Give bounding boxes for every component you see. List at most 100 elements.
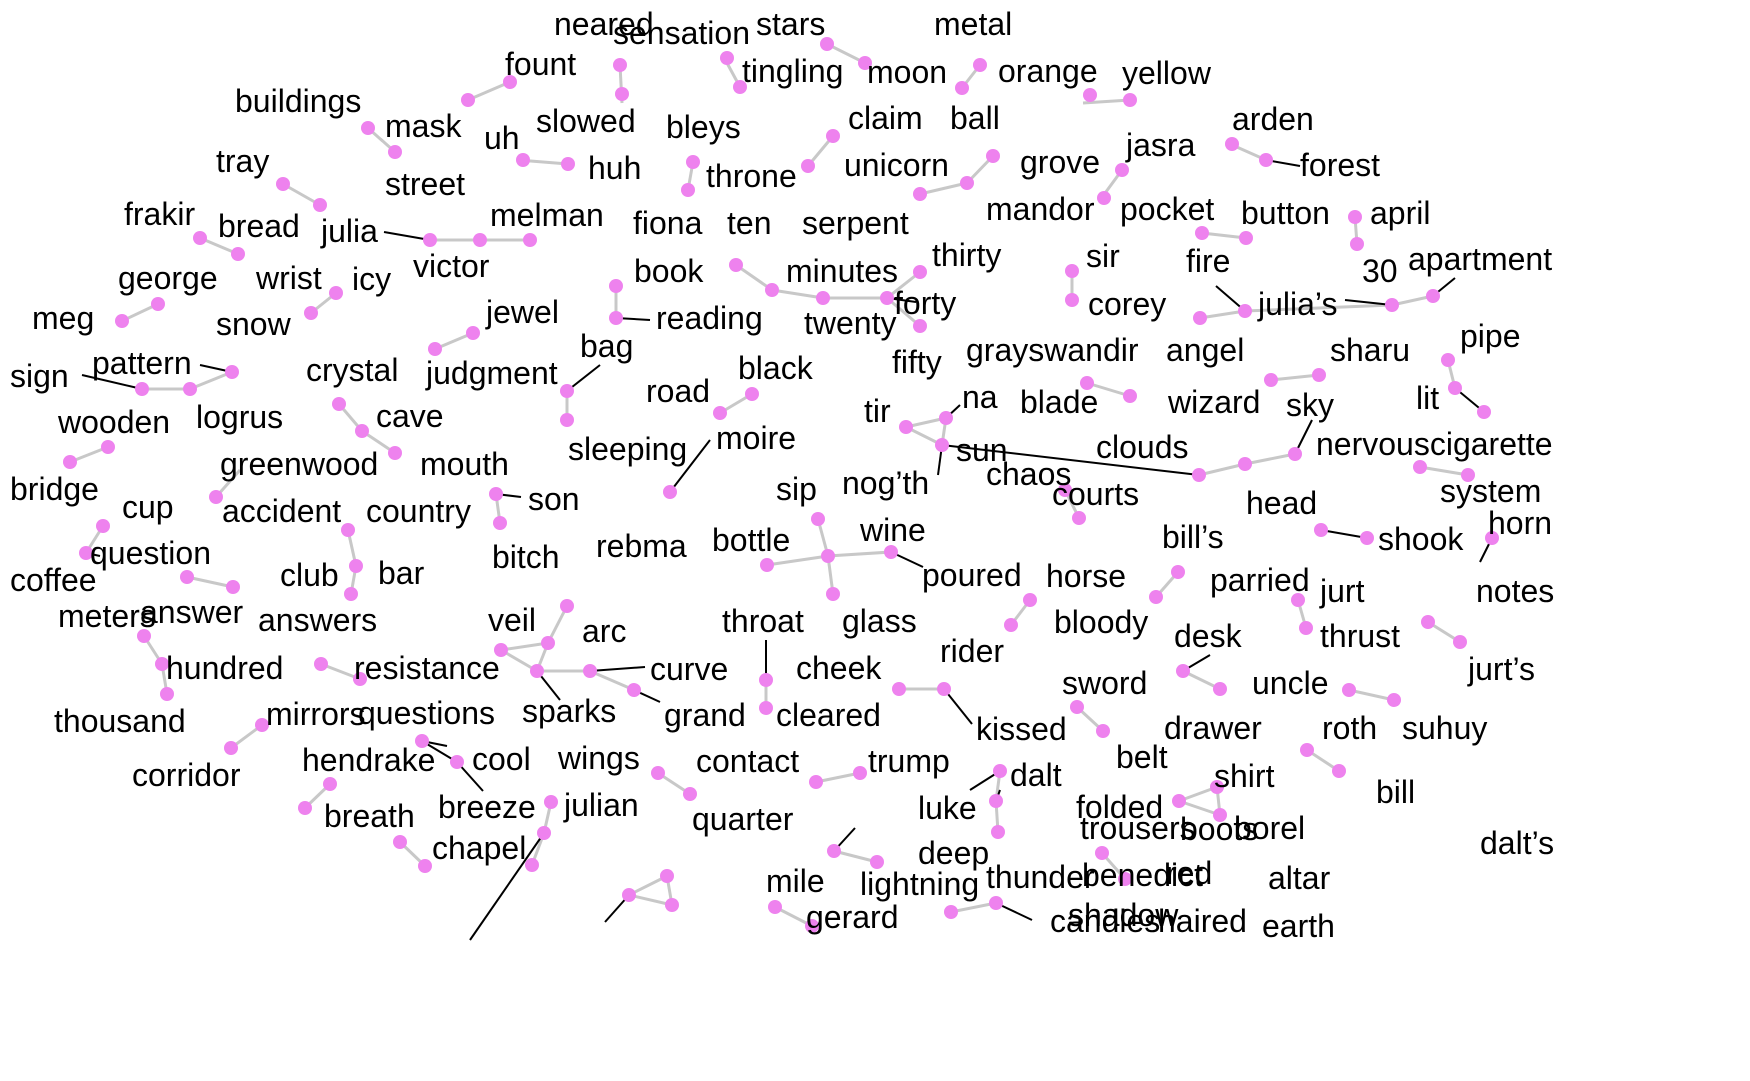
word-label: claim bbox=[848, 100, 923, 136]
word-label: stars bbox=[756, 6, 825, 42]
graph-node bbox=[622, 888, 636, 902]
graph-node bbox=[423, 233, 437, 247]
word-label: julia bbox=[320, 213, 378, 249]
word-label: grand bbox=[664, 697, 746, 733]
word-label: wine bbox=[859, 512, 926, 548]
graph-edge bbox=[189, 370, 233, 391]
graph-edge bbox=[833, 849, 878, 864]
word-label: poured bbox=[922, 557, 1022, 593]
word-label: question bbox=[90, 535, 211, 571]
graph-node bbox=[1238, 457, 1252, 471]
word-label: deep bbox=[918, 835, 989, 871]
graph-node bbox=[523, 233, 537, 247]
graph-node bbox=[255, 718, 269, 732]
word-label: sleeping bbox=[568, 431, 687, 467]
word-label: suhuy bbox=[1402, 710, 1487, 746]
graph-node bbox=[1288, 447, 1302, 461]
word-label: reading bbox=[656, 300, 763, 336]
graph-node bbox=[473, 233, 487, 247]
graph-node bbox=[530, 664, 544, 678]
graph-node bbox=[1123, 93, 1137, 107]
word-label: mandor bbox=[986, 191, 1095, 227]
word-label: julia’s bbox=[1257, 286, 1337, 322]
graph-node bbox=[183, 382, 197, 396]
graph-edge bbox=[589, 666, 646, 672]
word-label: answers bbox=[258, 602, 377, 638]
word-label: mile bbox=[766, 863, 825, 899]
graph-node bbox=[1332, 764, 1346, 778]
word-label: blade bbox=[1020, 384, 1098, 420]
word-label: april bbox=[1370, 195, 1430, 231]
graph-node bbox=[1387, 693, 1401, 707]
graph-edge bbox=[1199, 309, 1246, 320]
word-label: sensation bbox=[613, 15, 750, 51]
graph-node bbox=[760, 558, 774, 572]
graph-edge bbox=[566, 364, 601, 392]
graph-node bbox=[180, 570, 194, 584]
graph-node bbox=[544, 795, 558, 809]
graph-node bbox=[1239, 231, 1253, 245]
graph-node bbox=[973, 58, 987, 72]
word-label: horse bbox=[1046, 558, 1126, 594]
word-label: bill’s bbox=[1162, 519, 1224, 555]
graph-node bbox=[1210, 780, 1224, 794]
word-label: bread bbox=[218, 208, 300, 244]
graph-node bbox=[944, 905, 958, 919]
graph-node bbox=[79, 546, 93, 560]
word-label: ball bbox=[950, 100, 1000, 136]
graph-edge bbox=[383, 231, 431, 241]
word-label: cool bbox=[472, 741, 531, 777]
graph-node bbox=[1213, 808, 1227, 822]
graph-edge bbox=[589, 669, 635, 692]
graph-node bbox=[613, 58, 627, 72]
word-label: meg bbox=[32, 300, 94, 336]
graph-node bbox=[986, 149, 1000, 163]
graph-node bbox=[209, 490, 223, 504]
graph-node bbox=[560, 599, 574, 613]
graph-node bbox=[1291, 593, 1305, 607]
graph-node bbox=[494, 643, 508, 657]
word-label: dalt bbox=[1010, 757, 1062, 793]
graph-node bbox=[493, 516, 507, 530]
graph-node bbox=[627, 683, 641, 697]
word-label: jurt’s bbox=[1467, 651, 1535, 687]
graph-node bbox=[1342, 683, 1356, 697]
word-label: sky bbox=[1286, 387, 1334, 423]
word-label: breeze bbox=[438, 789, 536, 825]
word-label: greenwood bbox=[220, 446, 378, 482]
word-label: uh bbox=[484, 120, 520, 156]
word-label: dalt’s bbox=[1480, 825, 1554, 861]
graph-node bbox=[805, 919, 819, 933]
word-label: sir bbox=[1086, 238, 1120, 274]
word-label: shook bbox=[1378, 521, 1464, 557]
word-label: horn bbox=[1488, 505, 1552, 541]
word-label: forty bbox=[894, 285, 956, 321]
word-label: wrist bbox=[255, 260, 322, 296]
graph-node bbox=[713, 406, 727, 420]
graph-node bbox=[939, 411, 953, 425]
graph-edge bbox=[1244, 452, 1296, 466]
graph-node bbox=[880, 291, 894, 305]
word-label: pipe bbox=[1460, 318, 1521, 354]
graph-node bbox=[768, 900, 782, 914]
word-label: belt bbox=[1116, 739, 1168, 775]
graph-edge bbox=[919, 181, 968, 196]
word-label: wings bbox=[557, 740, 640, 776]
word-label: victor bbox=[413, 248, 490, 284]
word-label: serpent bbox=[802, 205, 909, 241]
word-label: cup bbox=[122, 489, 174, 525]
graph-node bbox=[729, 258, 743, 272]
word-label: thrust bbox=[1320, 618, 1400, 654]
word-label: sparks bbox=[522, 693, 616, 729]
graph-node bbox=[991, 825, 1005, 839]
graph-node bbox=[160, 687, 174, 701]
word-label: altar bbox=[1268, 860, 1331, 896]
graph-node bbox=[151, 297, 165, 311]
graph-node bbox=[826, 129, 840, 143]
word-label: fount bbox=[505, 46, 576, 82]
graph-edge bbox=[941, 444, 1200, 476]
graph-node bbox=[1312, 368, 1326, 382]
word-label: shirt bbox=[1214, 758, 1275, 794]
word-label: melman bbox=[490, 197, 604, 233]
graph-edge bbox=[628, 874, 668, 897]
